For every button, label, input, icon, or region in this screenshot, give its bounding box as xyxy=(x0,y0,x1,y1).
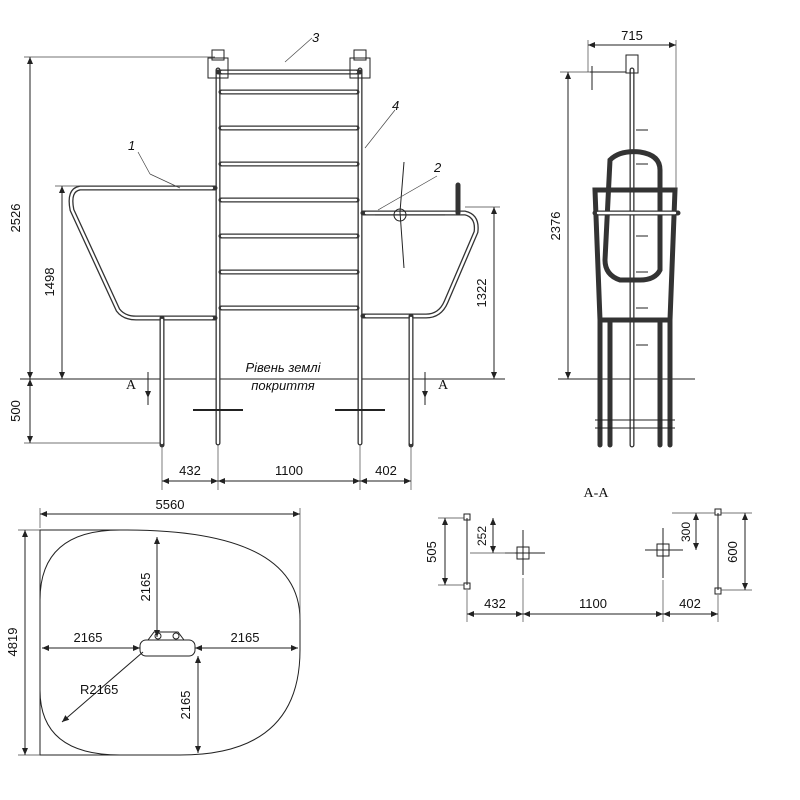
dim-side-width: 715 xyxy=(621,28,643,43)
dim-span-right: 402 xyxy=(375,463,397,478)
dim-section-height-right: 600 xyxy=(725,541,740,563)
dim-plan-height: 4819 xyxy=(5,628,20,657)
dim-depth-below: 500 xyxy=(8,400,23,422)
dim-span-mid: 1100 xyxy=(275,463,303,478)
ladder xyxy=(193,49,385,446)
dim-span-left: 432 xyxy=(179,463,201,478)
dim-height-total: 2526 xyxy=(8,204,23,233)
dim-plan-radius: R2165 xyxy=(80,682,118,697)
part-label-1: 1 xyxy=(128,138,135,153)
side-view-rungs xyxy=(636,129,648,346)
section-anchor-left xyxy=(505,530,545,575)
section-anchor-right xyxy=(645,528,683,578)
part-label-2: 2 xyxy=(433,160,442,175)
dim-section-small-left: 252 xyxy=(475,526,489,546)
side-view: 715 2376 xyxy=(548,28,695,448)
dim-plan-left: 2165 xyxy=(74,630,103,645)
parallel-bars-right xyxy=(360,161,479,448)
plan-view: 2165 2165 2165 2165 R2165 5560 4819 xyxy=(5,497,301,756)
plan-equipment xyxy=(139,631,196,657)
front-dimensions: 2526 1498 1322 500 432 1100 402 xyxy=(8,56,500,490)
ground-label-1: Рівень землі xyxy=(245,360,321,375)
dim-plan-up: 2165 xyxy=(138,573,153,602)
ladder-rungs xyxy=(218,89,360,311)
section-mark-left: А xyxy=(126,378,137,393)
dim-plan-width: 5560 xyxy=(156,497,185,512)
ground-label-2: покриття xyxy=(251,378,314,393)
dim-plan-right: 2165 xyxy=(231,630,260,645)
part-label-3: 3 xyxy=(312,30,320,45)
parallel-bars-left xyxy=(68,185,218,448)
dim-section-span-mid: 1100 xyxy=(579,596,607,611)
dim-height-right: 1322 xyxy=(474,279,489,308)
section-title: А-А xyxy=(584,486,610,501)
section-mark-right: А xyxy=(438,378,449,393)
dim-section-span-right: 402 xyxy=(679,596,701,611)
front-view: А А Рівень землі покриття 1 3 4 2 2526 1… xyxy=(8,30,505,490)
dim-section-small-right: 300 xyxy=(679,522,693,542)
dim-plan-down: 2165 xyxy=(178,691,193,720)
part-label-4: 4 xyxy=(392,98,399,113)
dim-section-height-left: 505 xyxy=(424,541,439,563)
section-view: А-А 505 252 300 600 xyxy=(424,486,752,622)
section-markers: А А xyxy=(126,372,449,405)
dim-section-span-left: 432 xyxy=(484,596,506,611)
dim-height-bars: 1498 xyxy=(42,268,57,297)
dim-side-height: 2376 xyxy=(548,212,563,241)
